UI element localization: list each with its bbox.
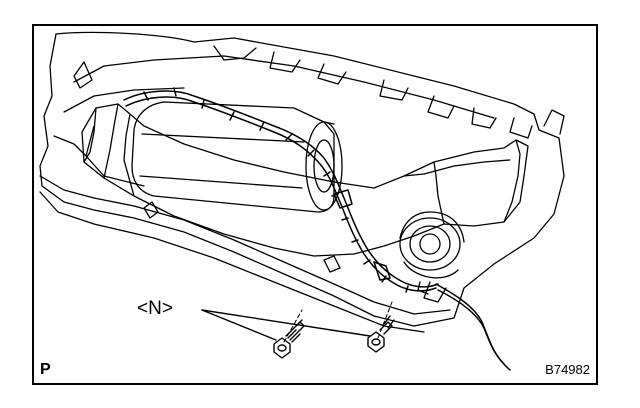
illustration-frame: <N> P B74982 — [32, 24, 598, 385]
corner-label: P — [40, 361, 51, 378]
duct-bracket — [143, 201, 341, 273]
figure-code: B74982 — [545, 362, 590, 377]
callout-label-n: <N> — [137, 298, 173, 319]
screw-1 — [273, 319, 305, 359]
dashboard-panel — [39, 31, 565, 333]
assembly-drawing — [39, 31, 565, 371]
airbag-inflator — [131, 101, 343, 213]
callout-leaders — [201, 309, 371, 341]
air-duct — [81, 103, 529, 257]
screw-2 — [367, 315, 395, 353]
round-vent — [399, 211, 465, 303]
wire-harness — [123, 87, 511, 371]
fastener-paths — [283, 301, 393, 343]
